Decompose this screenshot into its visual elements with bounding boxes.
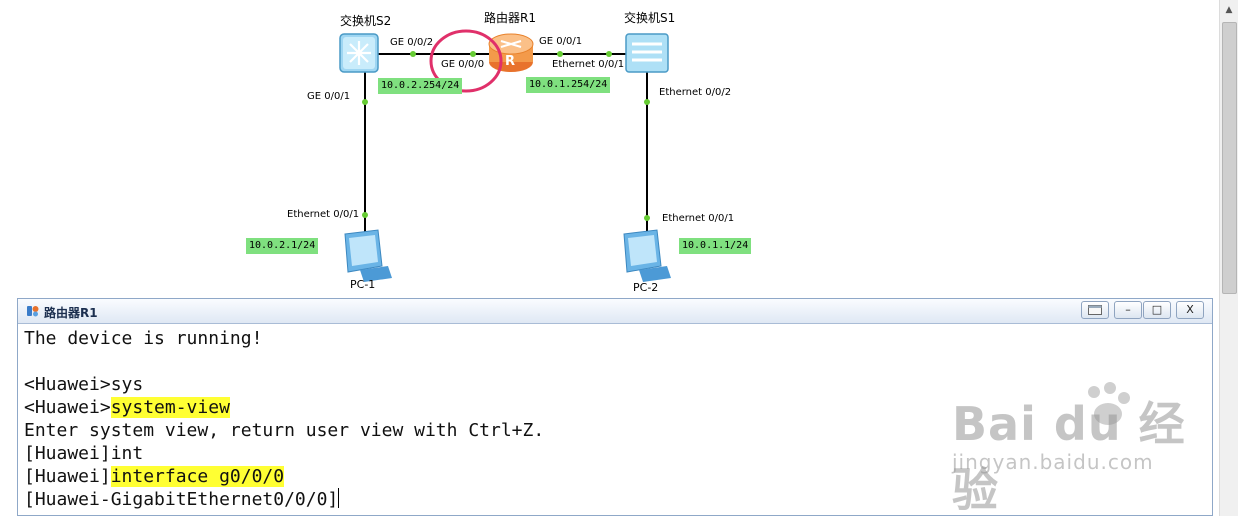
- terminal-output[interactable]: The device is running! <Huawei>sys <Huaw…: [24, 327, 1204, 515]
- switch-s1-icon[interactable]: [625, 33, 669, 73]
- ip-label-pc2: 10.0.1.1/24: [679, 238, 752, 254]
- terminal-line: Enter system view, return user view with…: [24, 420, 545, 441]
- pc2-name: PC-2: [633, 281, 659, 294]
- port-label-pc1-eth001: Ethernet 0/0/1: [287, 209, 360, 220]
- text-cursor: [338, 488, 340, 508]
- port-label-s2-ge001: GE 0/0/1: [307, 91, 351, 102]
- highlight-circle: [429, 29, 503, 93]
- switch-s2-name: 交换机S2: [340, 14, 392, 28]
- port-label-r1-ge001: GE 0/0/1: [539, 36, 583, 47]
- terminal-line: The device is running!: [24, 328, 263, 349]
- vertical-scrollbar[interactable]: ▲: [1219, 0, 1238, 516]
- router-app-icon: [27, 306, 39, 317]
- maximize-button[interactable]: □: [1143, 301, 1171, 319]
- ip-label-r1-ge000: 10.0.2.254/24: [378, 78, 463, 94]
- console-titlebar[interactable]: 路由器R1 – □ X: [18, 299, 1212, 324]
- terminal-line: <Huawei>sys: [24, 374, 144, 395]
- terminal-line-current[interactable]: [Huawei-GigabitEthernet0/0/0]: [24, 488, 340, 510]
- switch-s1-name: 交换机S1: [624, 11, 676, 25]
- scroll-thumb[interactable]: [1222, 22, 1237, 294]
- terminal-line: [24, 350, 1204, 373]
- port-label-r1-ge000: GE 0/0/0: [441, 59, 485, 70]
- port-label-s2-ge002: GE 0/0/2: [390, 37, 434, 48]
- port-dot: [644, 215, 650, 221]
- console-title: 路由器R1: [44, 306, 98, 320]
- port-label-s1-eth001: Ethernet 0/0/1: [552, 59, 625, 70]
- terminal-line: [Huawei]int: [24, 443, 144, 464]
- restore-button[interactable]: [1081, 301, 1109, 319]
- terminal-line: <Huawei>system-view: [24, 397, 230, 418]
- port-dot: [362, 99, 368, 105]
- pc2-icon[interactable]: [623, 229, 671, 282]
- window-icon: [1088, 305, 1102, 315]
- router-r1-name: 路由器R1: [484, 11, 536, 25]
- port-dot: [362, 212, 368, 218]
- scroll-up-icon[interactable]: ▲: [1225, 5, 1233, 15]
- terminal-line: [Huawei]interface g0/0/0: [24, 466, 285, 487]
- ip-label-pc1: 10.0.2.1/24: [246, 238, 319, 254]
- port-dot: [557, 51, 563, 57]
- highlighted-command: interface g0/0/0: [110, 466, 285, 487]
- port-dot: [470, 51, 476, 57]
- ip-label-r1-ge001: 10.0.1.254/24: [526, 77, 611, 93]
- pc1-name: PC-1: [350, 278, 376, 291]
- pc1-icon[interactable]: [344, 229, 392, 282]
- console-window[interactable]: 路由器R1 – □ X The device is running! <Huaw…: [17, 298, 1213, 516]
- router-r1-icon[interactable]: R: [488, 33, 534, 72]
- svg-text:R: R: [505, 54, 515, 69]
- port-label-s1-eth002: Ethernet 0/0/2: [659, 87, 732, 98]
- port-dot: [606, 51, 612, 57]
- highlighted-command: system-view: [110, 397, 230, 418]
- switch-s2-icon[interactable]: [339, 33, 379, 73]
- topology-diagram: R: [339, 29, 671, 282]
- port-dot: [644, 99, 650, 105]
- port-dot: [410, 51, 416, 57]
- minimize-button[interactable]: –: [1114, 301, 1142, 319]
- port-label-pc2-eth001: Ethernet 0/0/1: [662, 213, 735, 224]
- close-button[interactable]: X: [1176, 301, 1204, 319]
